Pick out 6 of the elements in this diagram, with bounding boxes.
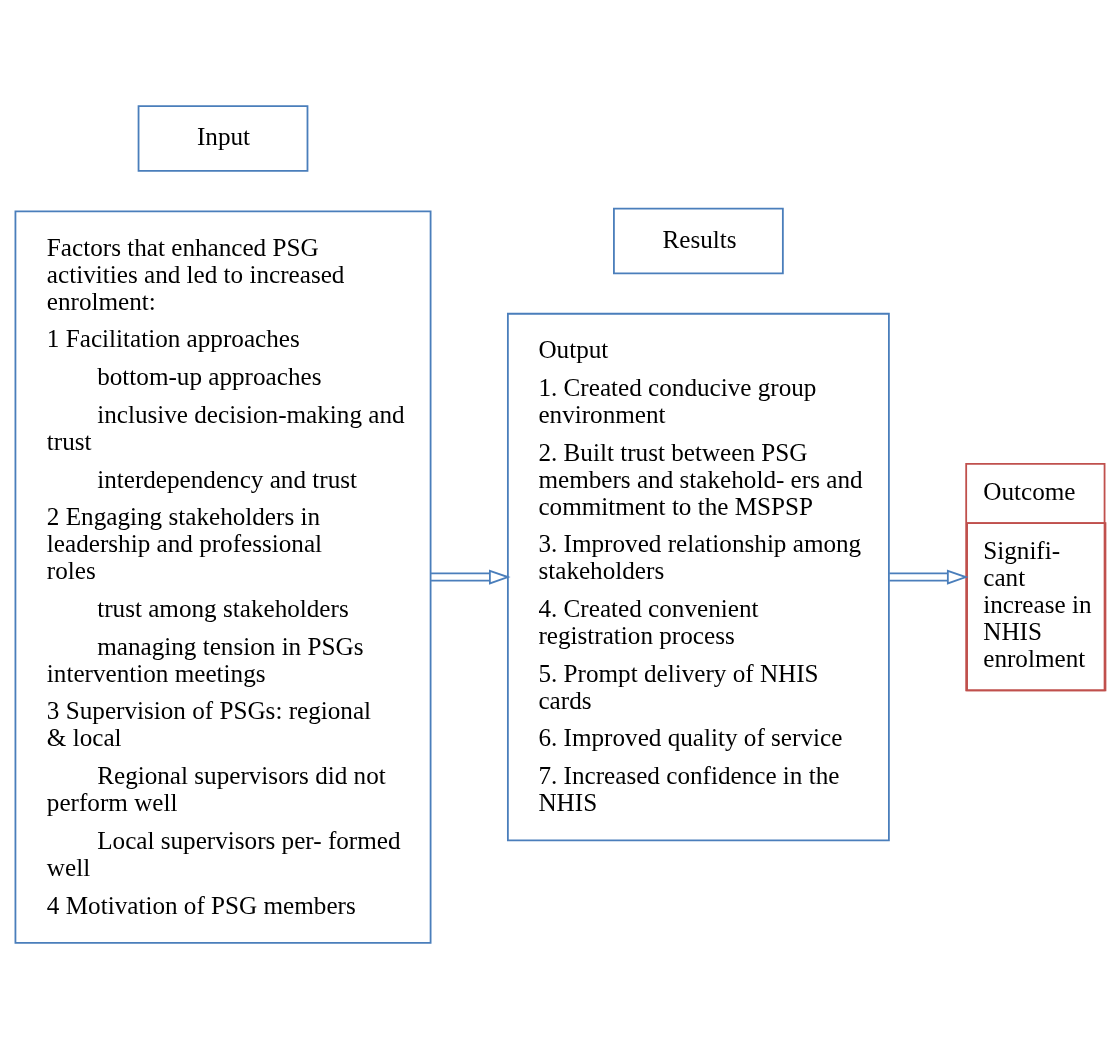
- arrow: [430, 569, 511, 585]
- node-box: Output 1. Created conducive group environment 2. Built trust between PSG members and stakehold- ers and commitment to the MSPSP 3. Improved relationship among stakeholders 4. Created convenient registration process 5. Prompt delivery of NHIS cards 6. Improved quality of service 7. Increased confidence in the NHIS: [507, 312, 890, 841]
- node-box: Results: [613, 207, 784, 274]
- arrow: [888, 569, 969, 585]
- node-box: Factors that enhanced PSG activities and led to increased enrolment: 1 Facilitation approaches bottom-up approaches inclusive decision-making and trust interdependency and trust 2 Engaging stakeholders in leadership and professional roles trust among stakeholders managing tension in PSGs intervention meetings 3 Supervision of PSGs: regional & local Regional supervisors did not perform well Local supervisors per- formed well 4 Motivation of PSG members: [14, 209, 432, 944]
- node-box: Input: [137, 104, 309, 172]
